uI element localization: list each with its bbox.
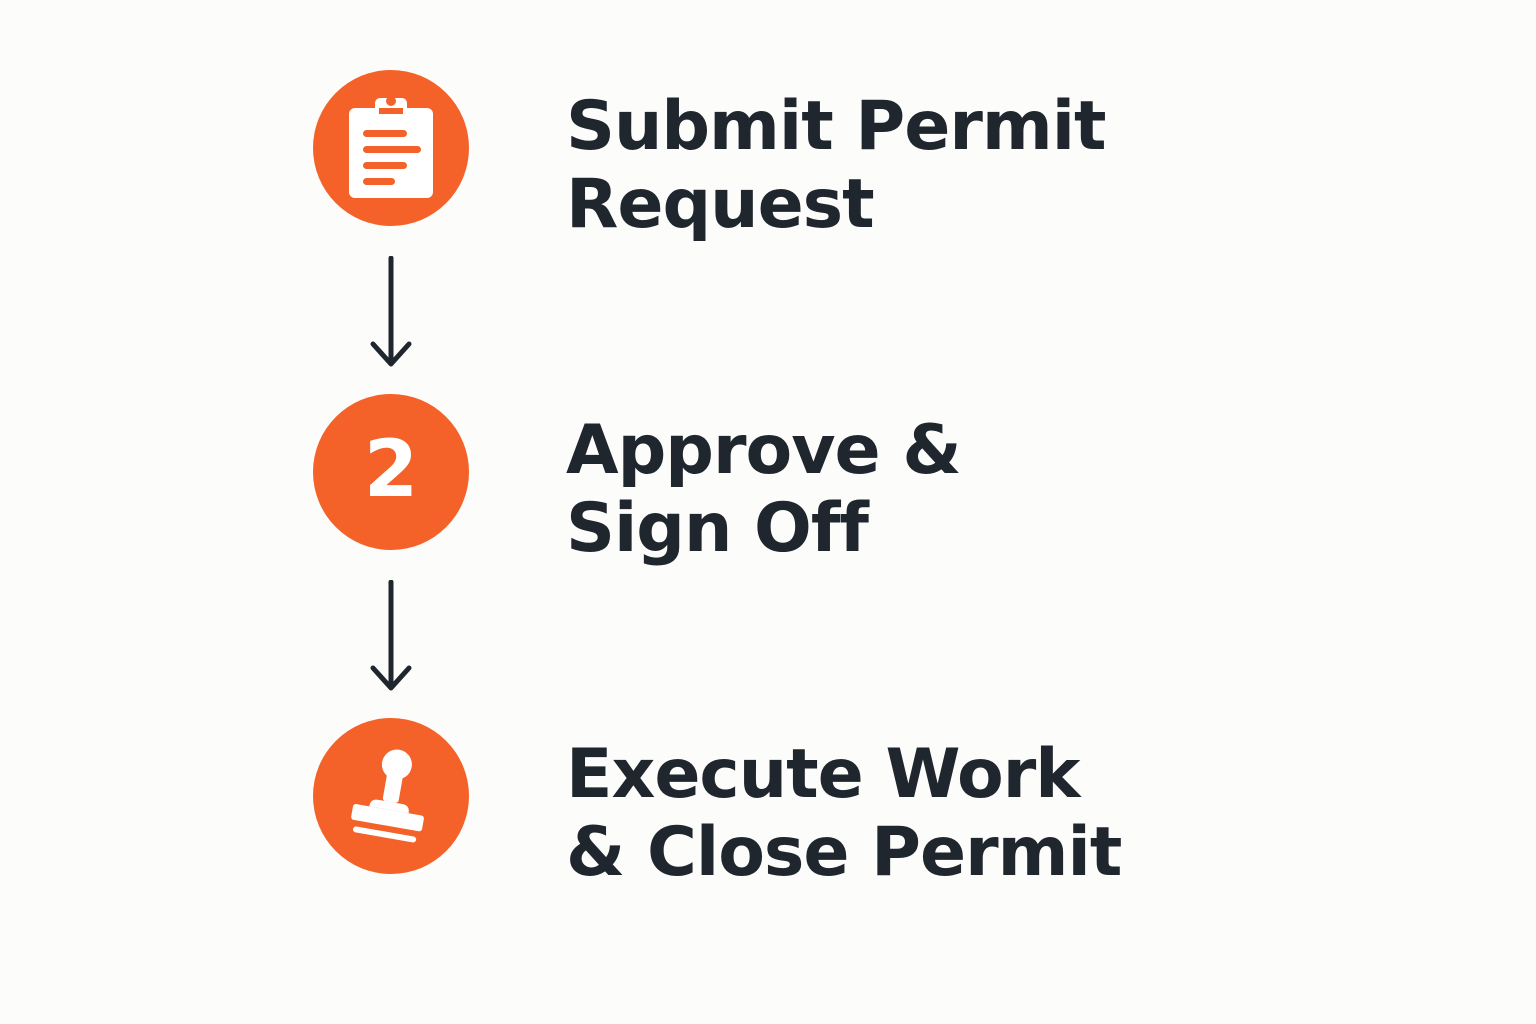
step-number: 2 [363,425,419,515]
step-3-label-line-1: Execute Work [566,735,1081,814]
clipboard-icon [349,96,433,198]
step-3-circle [313,718,469,874]
step-execute-close: Execute Work & Close Permit [0,718,1536,892]
step-1-label-line-1: Submit Permit [566,87,1107,166]
step-2-label-line-2: Sign Off [566,489,869,568]
step-1-circle [313,70,469,226]
step-1-label: Submit Permit Request [566,87,1107,244]
stamp-icon [351,749,424,843]
step-submit-permit: Submit Permit Request [0,70,1536,244]
down-arrow-icon [370,256,412,367]
step-3-label-line-2: & Close Permit [566,813,1122,892]
step-2-circle: 2 [313,394,469,550]
step-1-label-line-2: Request [566,165,875,244]
step-2-label: Approve & Sign Off [566,411,962,568]
down-arrow-icon [370,580,412,691]
step-approve-sign-off: 2 Approve & Sign Off [0,394,1536,568]
step-2-label-line-1: Approve & [566,411,962,490]
step-3-label: Execute Work & Close Permit [566,735,1122,892]
